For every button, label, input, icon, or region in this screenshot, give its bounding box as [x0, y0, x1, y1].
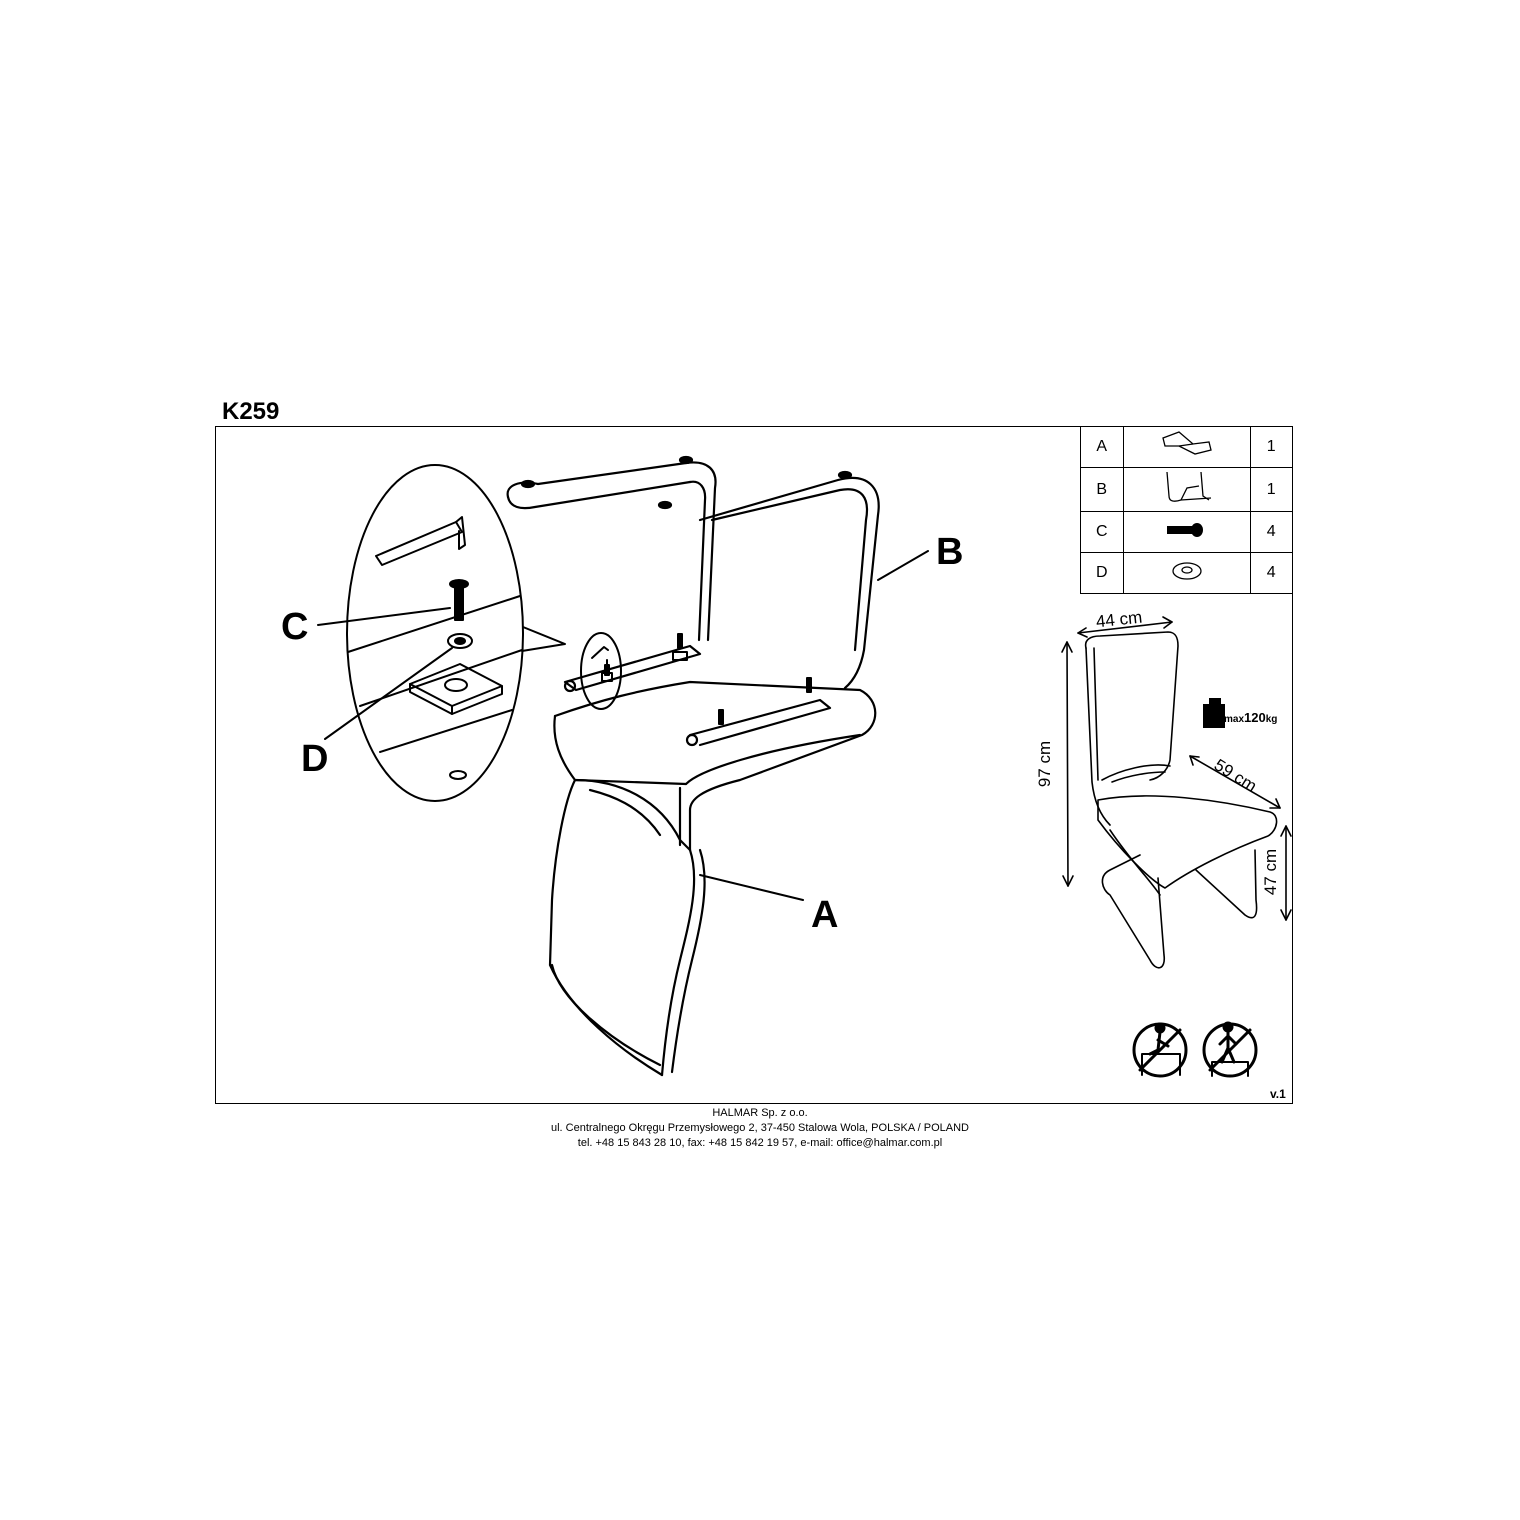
leader-b: [877, 550, 929, 581]
cantilever-frame-icon: [1165, 471, 1211, 502]
mounting-plate: [409, 663, 503, 780]
frame-plate: [672, 651, 688, 661]
dimension-chair: [1084, 631, 1278, 969]
model-title: K259: [222, 398, 280, 425]
dim-seat-height: 47 cm: [1261, 848, 1281, 896]
footer-company: HALMAR Sp. z o.o.: [712, 1107, 808, 1119]
max-load-prefix: max: [1224, 714, 1245, 725]
dim-height: 97 cm: [1035, 740, 1055, 788]
part-qty: 1: [1249, 426, 1293, 468]
instruction-frame: [215, 426, 1293, 1104]
max-load-value: 120: [1244, 710, 1266, 725]
max-load-label: max120kg: [1224, 710, 1277, 725]
callout-d: D: [301, 738, 329, 780]
leader-a: [699, 874, 804, 901]
parts-row: B 1: [1080, 467, 1293, 512]
callout-c: C: [281, 606, 309, 648]
parts-row: A 1: [1080, 426, 1293, 468]
version-label: v.1: [1270, 1087, 1286, 1101]
bolt-icon: [449, 579, 469, 621]
seat-shell-icon: [1161, 430, 1212, 455]
part-letter: D: [1080, 552, 1124, 594]
part-letter: B: [1080, 467, 1124, 512]
footer-contact: tel. +48 15 843 28 10, fax: +48 15 842 1…: [577, 1137, 943, 1149]
footer-address: ul. Centralnego Okręgu Przemysłowego 2, …: [550, 1122, 969, 1134]
callout-b: B: [936, 531, 964, 573]
parts-row: D 4: [1080, 552, 1293, 594]
no-standing-on-chair-icon: [1132, 1022, 1188, 1078]
part-qty: 4: [1249, 511, 1293, 553]
part-qty: 1: [1249, 467, 1293, 512]
washer-icon: [447, 633, 473, 649]
callout-a: A: [811, 894, 839, 936]
frame-bolts: [604, 633, 812, 725]
parts-table: A 1 B 1 C 4 D: [1080, 426, 1293, 594]
hex-key-icon: [375, 516, 466, 566]
parts-row: C 4: [1080, 511, 1293, 553]
bolt-icon: [1166, 522, 1203, 537]
dimension-arrows: [1061, 616, 1292, 921]
leader-d: [324, 647, 453, 740]
no-standing-on-chair-icon: [1202, 1021, 1258, 1078]
part-qty: 4: [1249, 552, 1293, 594]
leader-c: [317, 607, 451, 626]
washer-icon: [1171, 561, 1202, 580]
detail-ellipse: [346, 464, 566, 802]
part-letter: C: [1080, 511, 1124, 553]
weight-icon: [1203, 698, 1225, 728]
seat-shell-a: [548, 680, 877, 1077]
part-letter: A: [1080, 426, 1124, 468]
company-footer: HALMAR Sp. z o.o. ul. Centralnego Okręgu…: [0, 1106, 1520, 1151]
frame-b: [506, 455, 880, 747]
max-load-unit: kg: [1265, 714, 1278, 725]
